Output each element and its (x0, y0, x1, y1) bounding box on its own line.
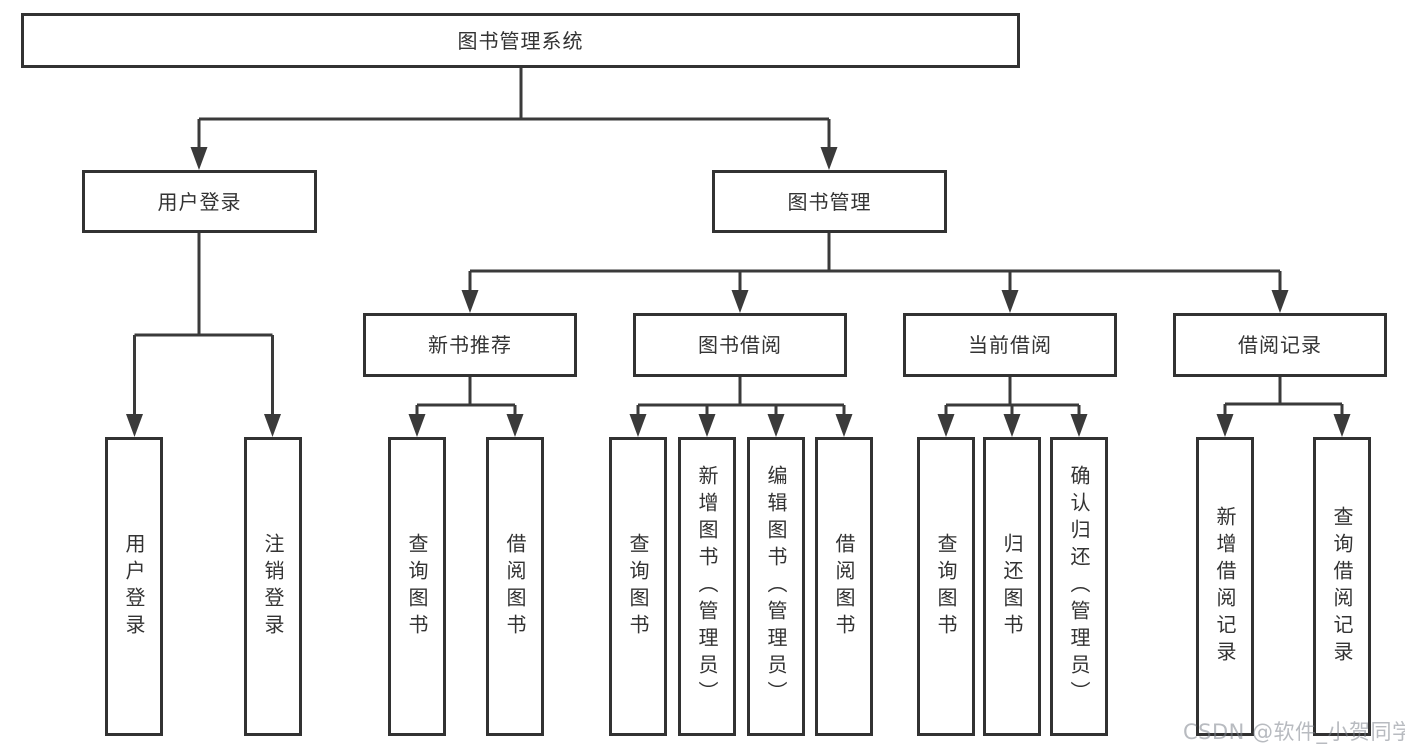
csdn-watermark: CSDN @软件_小贺同学 (1183, 720, 1405, 744)
node-label: 图书管理 (787, 189, 872, 214)
leaf-label: 查询图书 (934, 532, 958, 641)
leaf-label: 新增借阅记录 (1213, 505, 1237, 668)
leaf-user-login: 用户登录 (105, 437, 163, 736)
leaf-label: 注销登录 (261, 532, 285, 641)
node-root-label: 图书管理系统 (457, 28, 584, 53)
leaf-return-books: 归还图书 (983, 437, 1041, 736)
leaf-edit-books-admin: 编辑图书（管理员） (747, 437, 805, 736)
node-user-login: 用户登录 (82, 170, 317, 233)
node-root-system: 图书管理系统 (21, 13, 1020, 68)
node-new-book-recommend: 新书推荐 (363, 313, 577, 377)
leaf-label: 确认归还（管理员） (1067, 465, 1091, 708)
leaf-label: 新增图书（管理员） (695, 465, 719, 708)
leaf-query-borrow-record: 查询借阅记录 (1313, 437, 1371, 736)
node-label: 用户登录 (157, 189, 242, 214)
node-label: 当前借阅 (968, 333, 1052, 357)
leaf-borrow-books: 借阅图书 (486, 437, 544, 736)
leaf-label: 归还图书 (1000, 532, 1024, 641)
leaf-confirm-return-admin: 确认归还（管理员） (1050, 437, 1108, 736)
node-borrow-records: 借阅记录 (1173, 313, 1387, 377)
leaf-query-books: 查询图书 (917, 437, 975, 736)
leaf-label: 查询图书 (405, 532, 429, 641)
leaf-logout-login: 注销登录 (244, 437, 302, 736)
leaf-query-books: 查询图书 (609, 437, 667, 736)
leaf-label: 查询图书 (626, 532, 650, 641)
leaf-label: 用户登录 (122, 532, 146, 641)
leaf-label: 借阅图书 (832, 532, 856, 641)
leaf-label: 编辑图书（管理员） (764, 465, 788, 708)
leaf-query-books: 查询图书 (388, 437, 446, 736)
node-label: 借阅记录 (1238, 333, 1322, 357)
leaf-add-books-admin: 新增图书（管理员） (678, 437, 736, 736)
node-label: 新书推荐 (428, 333, 512, 357)
node-label: 图书借阅 (698, 333, 782, 357)
leaf-label: 借阅图书 (503, 532, 527, 641)
leaf-add-borrow-record: 新增借阅记录 (1196, 437, 1254, 736)
leaf-borrow-books: 借阅图书 (815, 437, 873, 736)
node-current-borrow: 当前借阅 (903, 313, 1117, 377)
node-book-borrow: 图书借阅 (633, 313, 847, 377)
leaf-label: 查询借阅记录 (1330, 505, 1354, 668)
node-book-management: 图书管理 (712, 170, 947, 233)
